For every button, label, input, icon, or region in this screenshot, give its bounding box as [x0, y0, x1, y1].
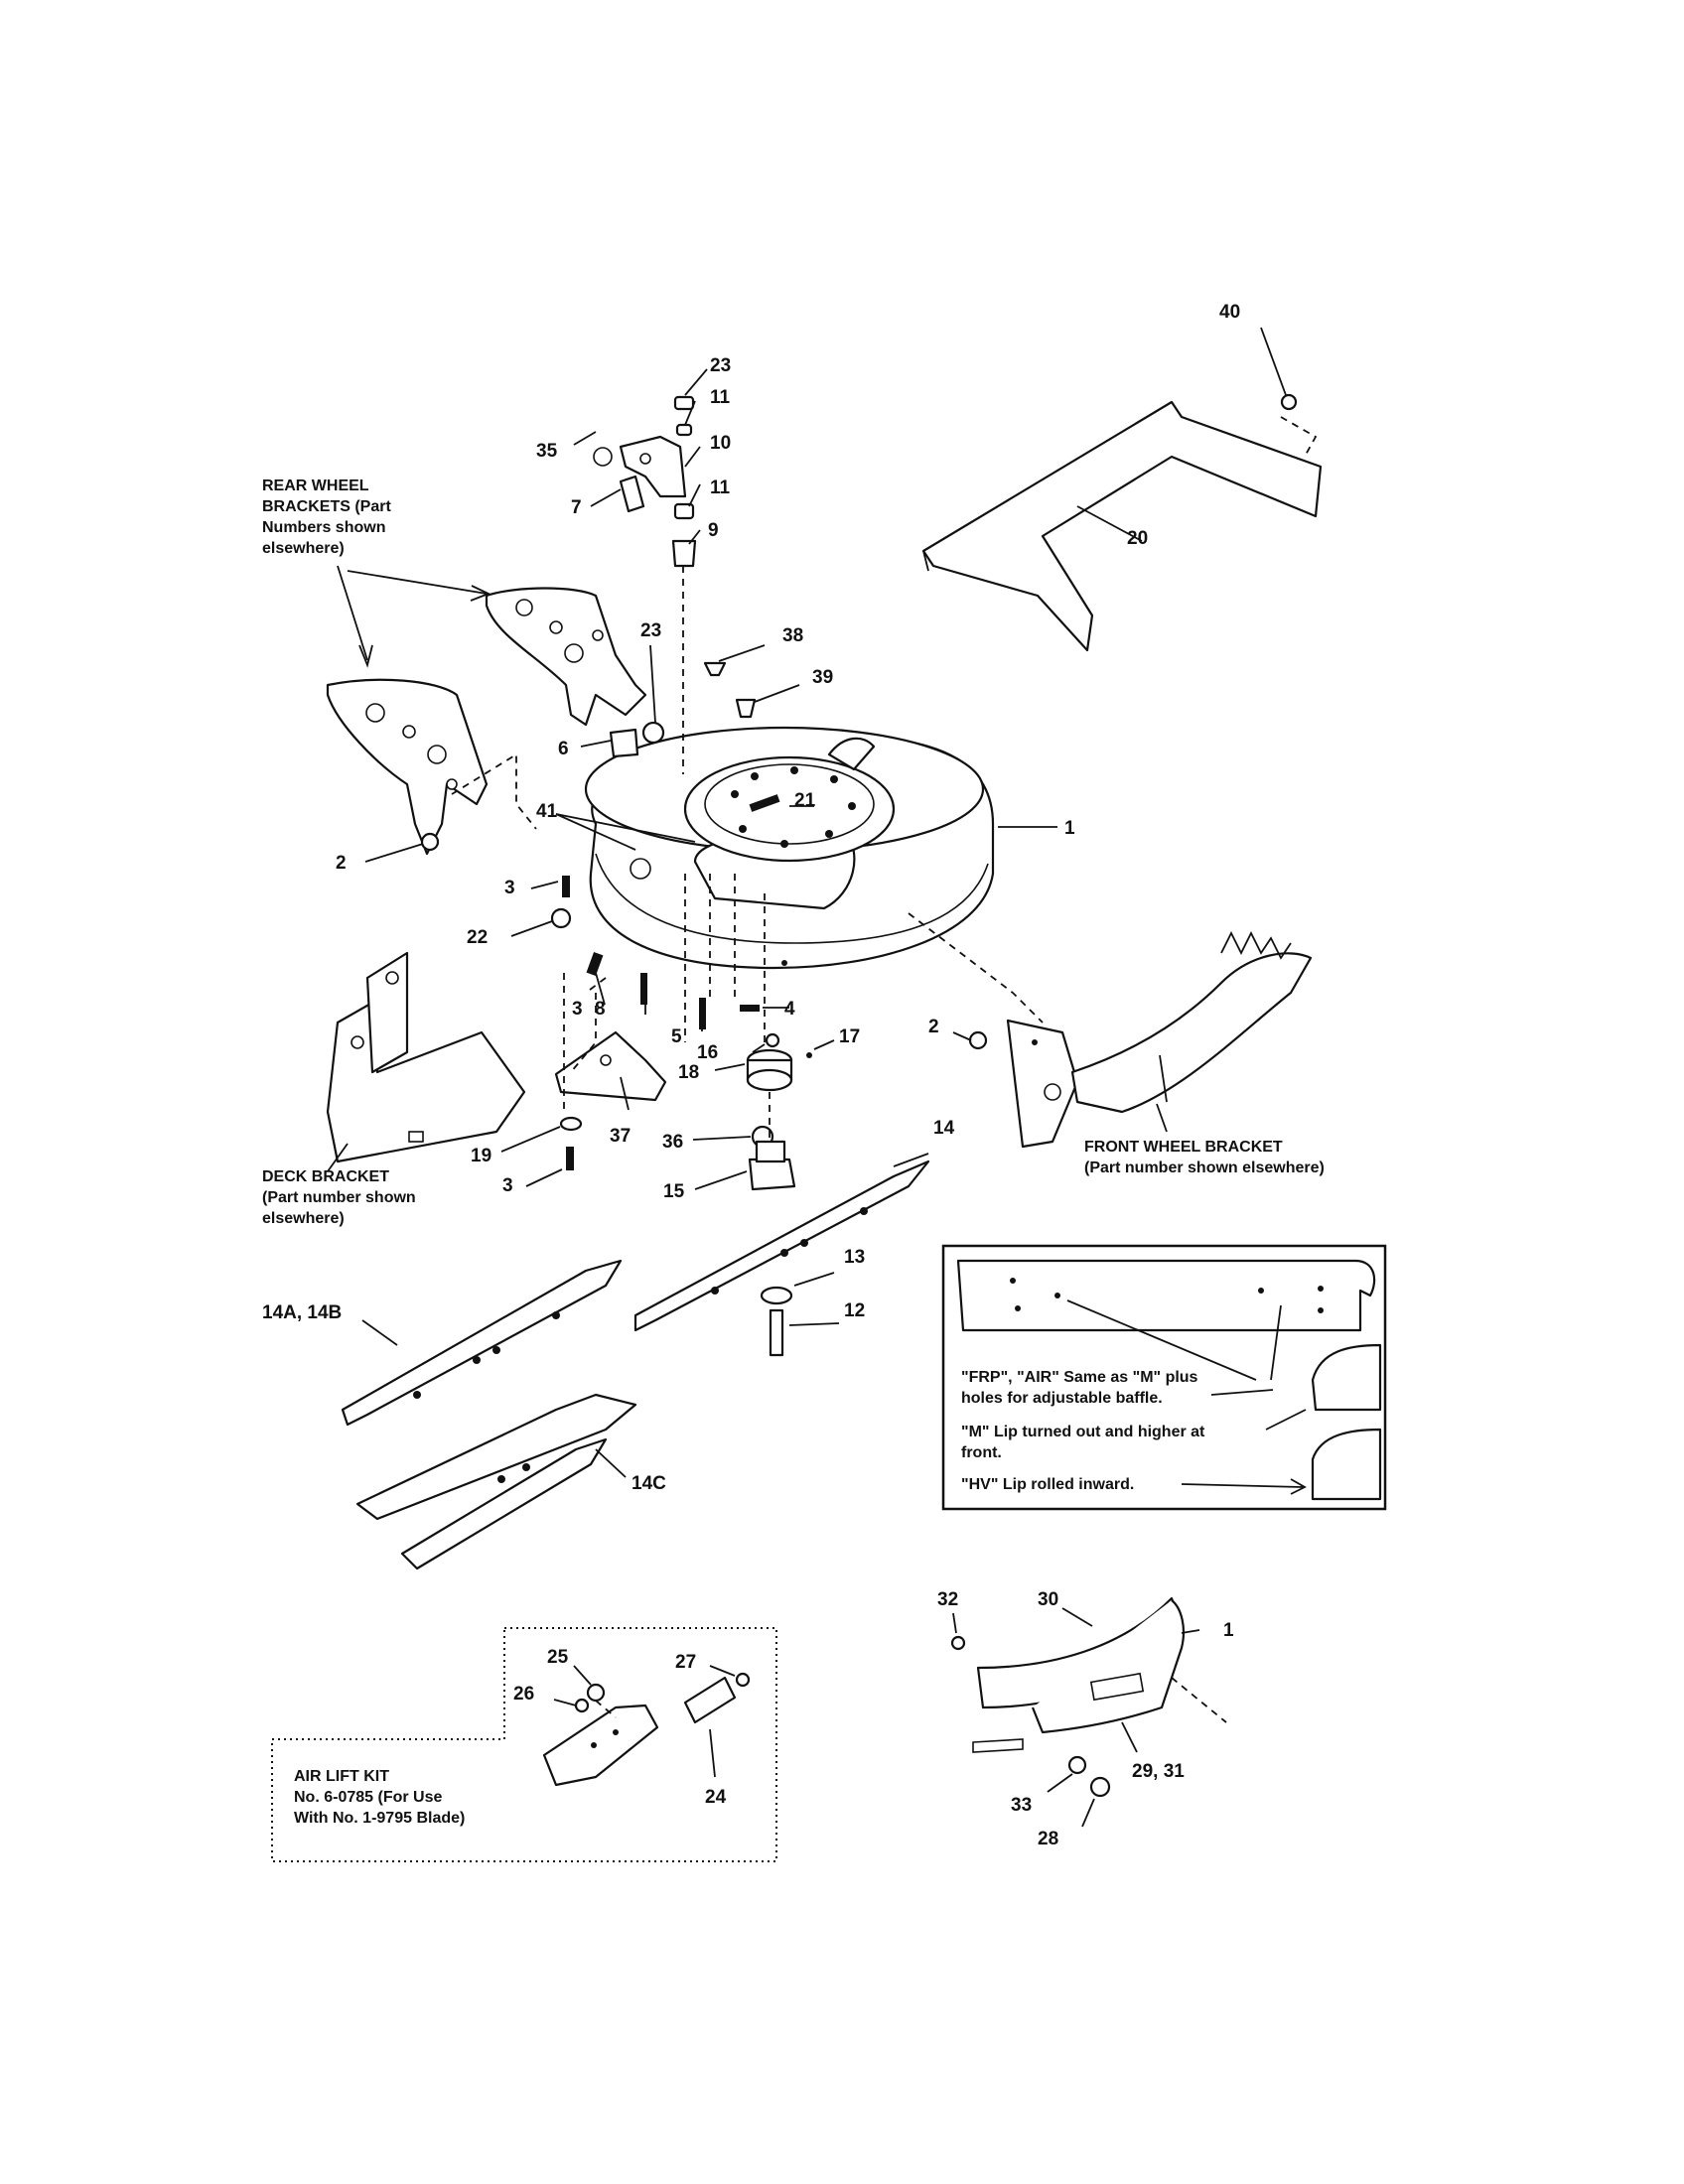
deck-bracket — [326, 951, 526, 1163]
hardware-bolts-nuts — [420, 393, 1298, 1357]
callout-4: 4 — [784, 999, 795, 1020]
callout-3-mid: 3 — [572, 999, 583, 1020]
callout-23-mid: 23 — [640, 620, 661, 641]
callout-24: 24 — [705, 1787, 727, 1808]
callout-21: 21 — [794, 790, 816, 811]
rear-wheel-bracket-left — [326, 678, 489, 856]
callout-29-31: 29, 31 — [1132, 1761, 1185, 1782]
callout-23-top: 23 — [710, 355, 731, 376]
front-channel-20 — [921, 400, 1323, 652]
bracket-37 — [554, 1030, 667, 1102]
note-frp-air-line2: holes for adjustable baffle. — [961, 1390, 1163, 1407]
air-lift-kit-line3: With No. 1-9795 Blade) — [294, 1810, 465, 1827]
callout-35: 35 — [536, 441, 558, 462]
caption-line: FRONT WHEEL BRACKET — [1084, 1139, 1283, 1156]
callout-6: 6 — [558, 739, 569, 759]
callout-19: 19 — [471, 1146, 491, 1166]
callout-32: 32 — [937, 1589, 958, 1610]
callout-28: 28 — [1038, 1829, 1058, 1849]
caption-line: DECK BRACKET — [262, 1168, 389, 1185]
callout-15: 15 — [663, 1181, 685, 1202]
baffle-detail: 1 30 32 29, 31 33 28 — [937, 1589, 1234, 1849]
caption-line: REAR WHEEL — [262, 478, 369, 494]
blade-14a-14b — [341, 1259, 623, 1427]
callout-10: 10 — [710, 433, 731, 454]
note-hv-lip: "HV" Lip rolled inward. — [961, 1476, 1134, 1493]
callout-33: 33 — [1011, 1795, 1032, 1816]
callout-22: 22 — [467, 927, 488, 948]
air-lift-kit-line2: No. 6-0785 (For Use — [294, 1789, 442, 1806]
callout-1-deck: 1 — [1064, 818, 1075, 839]
note-frp-air-line1: "FRP", "AIR" Same as "M" plus — [961, 1369, 1198, 1386]
air-lift-kit-line1: AIR LIFT KIT — [294, 1768, 389, 1785]
callout-16: 16 — [697, 1042, 718, 1063]
part-callouts: 23 11 10 11 9 35 7 40 20 23 38 39 6 21 1… — [262, 302, 1240, 1494]
caption-line: BRACKETS (Part — [262, 498, 391, 515]
mower-deck-housing — [584, 726, 995, 970]
front-wheel-bracket — [1006, 930, 1313, 1149]
caption-front-wheel-bracket: FRONT WHEEL BRACKET (Part number shown e… — [1084, 1103, 1325, 1176]
callout-2-left: 2 — [336, 853, 347, 874]
callout-14: 14 — [933, 1118, 955, 1139]
deck-lip-styles-inset: "FRP", "AIR" Same as "M" plus holes for … — [941, 1244, 1387, 1511]
caption-line: elsewhere) — [262, 540, 345, 557]
callout-11-upper: 11 — [710, 387, 731, 408]
assembly-dashed-lines — [451, 416, 1318, 1142]
callout-38: 38 — [782, 625, 803, 646]
rear-wheel-bracket-right — [485, 587, 647, 727]
callout-5: 5 — [671, 1026, 682, 1047]
callout-7: 7 — [571, 497, 582, 518]
blade-14c — [355, 1393, 637, 1570]
callout-20: 20 — [1127, 528, 1148, 549]
note-m-lip-line1: "M" Lip turned out and higher at — [961, 1424, 1205, 1440]
caption-deck-bracket: DECK BRACKET (Part number shown elsewher… — [262, 1143, 416, 1227]
note-m-lip-line2: front. — [961, 1444, 1002, 1461]
callout-3-upper: 3 — [504, 878, 515, 898]
caption-rear-wheel-brackets: REAR WHEEL BRACKETS (Part Numbers shown … — [262, 478, 491, 668]
callout-26: 26 — [513, 1684, 534, 1705]
callout-39: 39 — [812, 667, 833, 688]
callout-1-baffle: 1 — [1223, 1620, 1234, 1641]
callout-3-lower: 3 — [502, 1175, 513, 1196]
callout-8: 8 — [595, 999, 606, 1020]
upper-lever-assembly — [593, 395, 697, 568]
caption-line: Numbers shown — [262, 519, 385, 536]
air-lift-kit-box: 25 26 27 24 AIR LIFT KIT No. 6-0785 (For… — [271, 1627, 777, 1862]
caption-line: elsewhere) — [262, 1210, 345, 1227]
callout-17: 17 — [839, 1026, 860, 1047]
callout-36: 36 — [662, 1132, 683, 1153]
callout-40: 40 — [1219, 302, 1240, 323]
callout-37: 37 — [610, 1126, 631, 1147]
callout-14a-14b: 14A, 14B — [262, 1302, 342, 1323]
callout-11-lower: 11 — [710, 478, 731, 498]
callout-25: 25 — [547, 1647, 569, 1668]
caption-line: (Part number shown — [262, 1189, 416, 1206]
blade-14 — [633, 1160, 930, 1332]
callout-13: 13 — [844, 1247, 865, 1268]
callout-2-right: 2 — [928, 1017, 939, 1037]
callout-14c: 14C — [632, 1473, 666, 1494]
callout-9: 9 — [708, 520, 719, 541]
caption-line: (Part number shown elsewhere) — [1084, 1160, 1325, 1176]
callout-30: 30 — [1038, 1589, 1058, 1610]
callout-18: 18 — [678, 1062, 699, 1083]
callout-41: 41 — [536, 801, 558, 822]
callout-12: 12 — [844, 1300, 865, 1321]
callout-27: 27 — [675, 1652, 696, 1673]
